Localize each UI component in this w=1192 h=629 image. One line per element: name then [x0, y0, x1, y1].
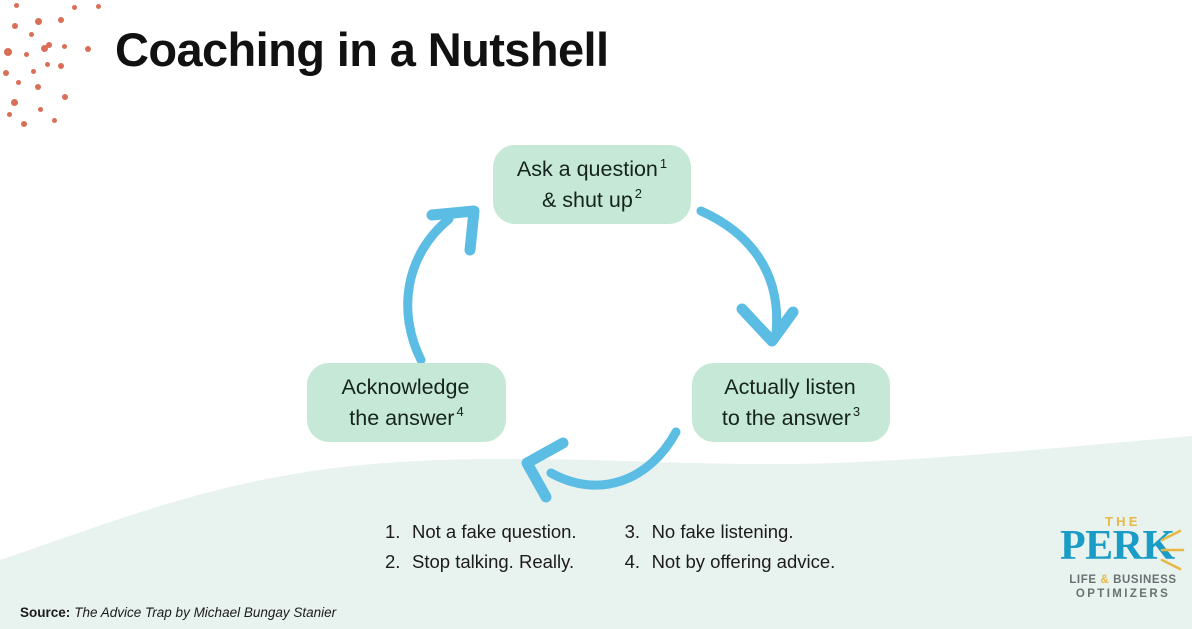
footnote-number: 1.: [385, 521, 401, 542]
logo-tagline-line-1: LIFE & BUSINESS: [1069, 574, 1177, 586]
arrow-ask-to-listen: [696, 206, 799, 347]
footnote-text: Not by offering advice.: [651, 550, 836, 572]
footnote-text: Stop talking. Really.: [412, 550, 575, 572]
footnote-text: Not a fake question.: [412, 521, 577, 542]
footnote-item: 3. No fake listening.: [625, 519, 836, 545]
node-line-1: Actually listen: [724, 374, 856, 399]
footnote-column-right: 3. No fake listening. 4. Not by offering…: [625, 519, 836, 574]
footnote-text: No fake listening.: [651, 521, 794, 542]
dot-pattern-decoration: [0, 0, 140, 140]
slide-title: Coaching in a Nutshell: [115, 23, 609, 76]
footnote-column-left: 1. Not a fake question. 2. Stop talking.…: [385, 519, 577, 574]
footnote-item: 2. Stop talking. Really.: [385, 549, 577, 575]
footnote-lists: 1. Not a fake question. 2. Stop talking.…: [385, 519, 835, 574]
logo-tagline-line-2: OPTIMIZERS: [1075, 588, 1171, 600]
logo-perk-text: PERK: [1060, 523, 1175, 569]
brand-logo: THE PERK LIFE & BUSINESS OPTIMIZERS: [1058, 512, 1185, 608]
arrow-acknowledge-to-ask: [403, 205, 480, 365]
footnote-number: 4.: [624, 550, 640, 572]
source-text: The Advice Trap by Michael Bungay Stanie…: [74, 605, 337, 620]
logo-ampersand: &: [1100, 574, 1110, 586]
logo-rays-icon: [1160, 529, 1185, 571]
footnote-item: 1. Not a fake question.: [385, 519, 577, 545]
arrow-listen-to-acknowledge: [521, 427, 681, 503]
source-label: Source:: [20, 605, 71, 620]
logo-the-text: THE: [1105, 514, 1141, 529]
footnote-item: 4. Not by offering advice.: [625, 549, 836, 575]
footnote-number: 3.: [624, 521, 640, 542]
node-line-1: Acknowledge: [341, 374, 470, 399]
source-citation: Source:The Advice Trap by Michael Bungay…: [20, 605, 336, 620]
footnote-number: 2.: [385, 550, 401, 572]
logo-tagline: LIFE & BUSINESS OPTIMIZERS: [1062, 574, 1184, 600]
